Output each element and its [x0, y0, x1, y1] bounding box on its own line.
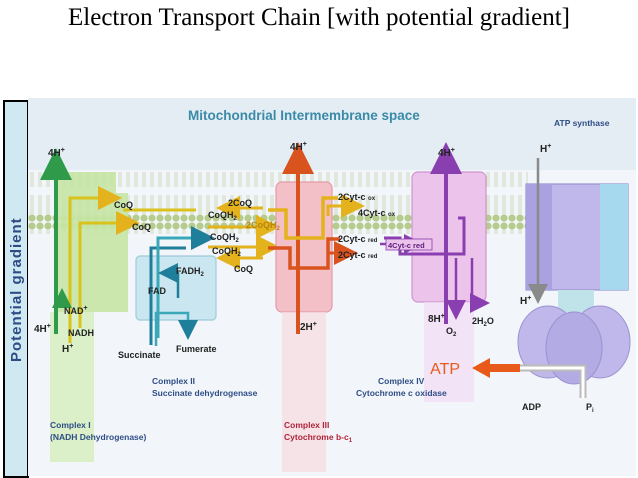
fad-arrow — [158, 263, 180, 298]
adp-label: ADP — [522, 402, 541, 412]
coq-label-3: CoQ — [234, 264, 253, 274]
complex-ii-name: Complex II — [152, 376, 195, 386]
coqh2-label-3: CoQH2 — [212, 246, 242, 258]
fadh2-label: FADH2 — [176, 266, 205, 278]
potential-gradient-label-svg: Potential gradient — [8, 217, 25, 362]
h2o-arrow — [470, 258, 490, 313]
atp-synthase-label: ATP synthase — [554, 118, 610, 128]
o2-label: O2 — [446, 326, 457, 338]
atp-arrow-head — [472, 358, 490, 378]
proton-top-iii: 4H+ — [290, 141, 307, 153]
complex-iv-shape — [411, 171, 487, 303]
proton-top-iv: 4H+ — [438, 147, 455, 159]
complex-iii-fullname: Cytochrome b-c1 — [284, 432, 353, 444]
atp-synthase-subunit-2 — [600, 184, 628, 290]
intermembrane-space-label: Mitochondrial Intermembrane space — [188, 108, 420, 123]
complex-ii-fullname: Succinate dehydrogenase — [152, 388, 258, 398]
coq-label-2: CoQ — [132, 222, 151, 232]
cyt-red-2a-label: 2Cyt-c red — [338, 234, 378, 244]
cyt-red-4-box — [385, 238, 433, 251]
proton-top-atp: H+ — [540, 143, 551, 155]
complex-iv-loop — [384, 216, 466, 256]
h2o-label: 2H2O — [472, 316, 494, 328]
complex-i-fullname: (NADH Dehydrogenase) — [50, 432, 147, 442]
complex-iii-loop-2 — [268, 237, 340, 270]
fad-label: FAD — [148, 286, 167, 296]
intermembrane-space — [28, 98, 636, 170]
proton-bottom-iii: 2H+ — [300, 321, 317, 333]
coq-label-1: CoQ — [114, 200, 133, 210]
atp-arrow-body — [490, 364, 520, 372]
pi-label: Pi — [586, 402, 594, 414]
proton-bottom-i-4h: 4H+ — [34, 323, 51, 335]
atp-synthase-stalk — [558, 290, 594, 312]
complex-iii-loop-1 — [268, 196, 338, 240]
complex-iv-name: Complex IV — [378, 376, 425, 386]
complex-ii-arrow — [149, 246, 186, 345]
complex-iii-column — [282, 312, 326, 472]
proton-bottom-atp: H+ — [520, 295, 531, 307]
nad-label: NAD+ — [64, 305, 88, 316]
two-coqh2-label: 2CoQH2 — [246, 220, 281, 232]
etc-diagram: Mitochondrial Intermembrane space 4 — [28, 98, 636, 476]
complex-i-name: Complex I — [50, 420, 91, 430]
proton-bottom-i-h: H+ — [62, 343, 73, 355]
proton-bottom-iv: 8H+ — [428, 313, 445, 325]
complex-ii-arrow2 — [156, 226, 215, 338]
complex-iv-fullname: Cytochrome c oxidase — [356, 388, 447, 398]
nadh-label: NADH — [68, 328, 94, 338]
cyt-arrow-1 — [326, 194, 365, 218]
succinate-arrow — [154, 311, 198, 346]
cyt-ox-2-label: 2Cyt-c ox — [338, 192, 376, 202]
page-title: Electron Transport Chain [with potential… — [68, 4, 570, 31]
succinate-label: Succinate — [118, 350, 161, 360]
complex-i-shape — [56, 172, 128, 312]
potential-gradient-bar: Potential gradient — [3, 100, 29, 478]
complex-i-column — [50, 312, 94, 462]
complex-ii-shape — [135, 255, 217, 321]
potential-gradient-label: Potential gradient — [8, 217, 25, 362]
atp-synthase-head-3 — [545, 311, 603, 385]
complex-iii-name: Complex III — [284, 420, 329, 430]
cyt-red-4-label: 4Cyt-c red — [388, 241, 425, 250]
coqh2-label-1: CoQH2 — [208, 210, 238, 222]
cyt-red-2b-label: 2Cyt-c red — [338, 250, 378, 260]
coqh2-label-2: CoQH2 — [210, 232, 240, 244]
fumerate-label: Fumerate — [176, 344, 217, 354]
proton-top-i: 4H+ — [48, 147, 65, 159]
complex-i-inner-arrow2 — [78, 211, 140, 328]
atp-label: ATP — [430, 361, 460, 378]
two-coq-label: 2CoQ — [228, 198, 252, 208]
cyt-ox-4-label: 4Cyt-c ox — [358, 208, 396, 218]
